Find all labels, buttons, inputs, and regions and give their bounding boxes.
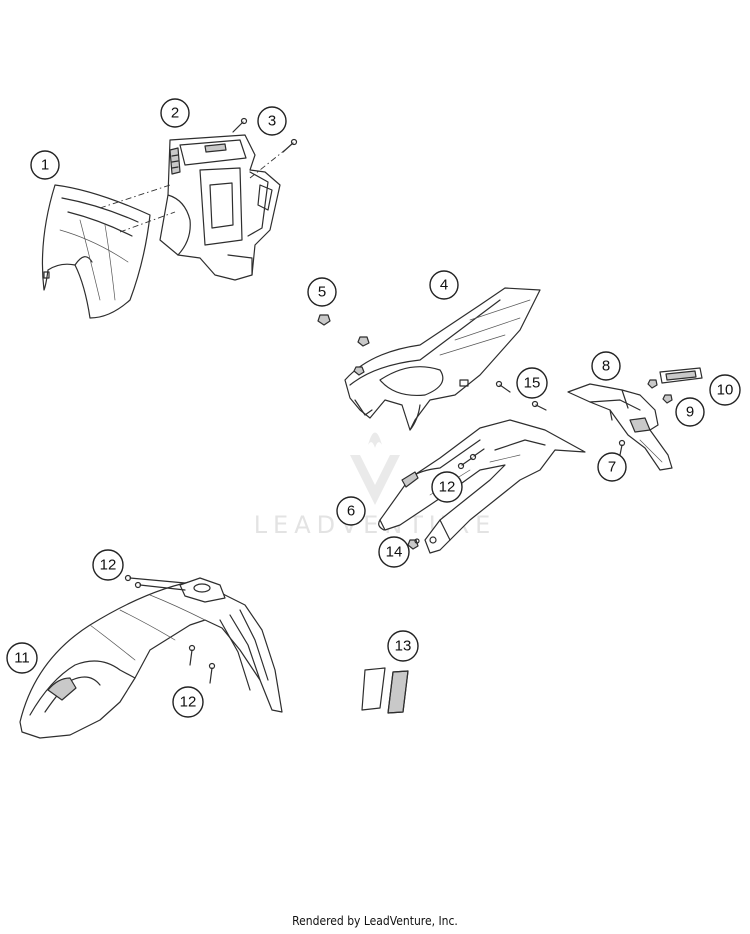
- footer-credit: Rendered by LeadVenture, Inc.: [292, 914, 458, 928]
- svg-text:10: 10: [717, 382, 734, 399]
- svg-text:1: 1: [41, 157, 49, 174]
- front-fender: [19, 577, 283, 739]
- callout-1: 1: [30, 150, 60, 180]
- svg-text:2: 2: [171, 105, 179, 122]
- callout-6: 6: [336, 496, 366, 526]
- callout-13: 13: [387, 630, 419, 662]
- callout-9: 9: [675, 397, 705, 427]
- callout-15: 15: [516, 367, 548, 399]
- svg-text:12: 12: [100, 557, 117, 574]
- svg-text:15: 15: [524, 375, 541, 392]
- callout-2: 2: [160, 98, 190, 128]
- callout-12b: 12: [172, 686, 204, 718]
- reflector: [659, 367, 703, 384]
- svg-text:4: 4: [440, 277, 448, 294]
- svg-text:12: 12: [439, 479, 456, 496]
- callout-8: 8: [591, 351, 621, 381]
- leader-3: [249, 149, 286, 179]
- svg-text:14: 14: [386, 544, 403, 561]
- tape-strips: [361, 667, 409, 714]
- svg-text:8: 8: [602, 358, 610, 375]
- callout-10: 10: [709, 374, 741, 406]
- nuts-14: [407, 538, 420, 550]
- callout-5: 5: [307, 277, 337, 307]
- callout-14: 14: [378, 536, 410, 568]
- leader-1b: [119, 211, 176, 233]
- callout-12a: 12: [92, 549, 124, 581]
- svg-text:11: 11: [14, 650, 30, 667]
- rear-panel: [344, 287, 541, 431]
- callout-7: 7: [597, 452, 627, 482]
- leader-1: [99, 184, 171, 209]
- svg-text:12: 12: [180, 694, 197, 711]
- callout-11: 11: [6, 642, 38, 674]
- callout-12c: 12: [431, 471, 463, 503]
- svg-text:6: 6: [347, 503, 355, 520]
- headlight-mask: [41, 184, 151, 319]
- screws-15: [495, 380, 547, 411]
- headlight-bracket: [159, 134, 281, 281]
- watermark-logo: [350, 432, 400, 505]
- screws-12-front: [124, 574, 216, 684]
- svg-text:3: 3: [268, 113, 276, 130]
- callout-4: 4: [429, 270, 459, 300]
- license-holder: [567, 383, 673, 471]
- nuts-9: [647, 379, 673, 404]
- svg-text:9: 9: [686, 404, 694, 421]
- svg-text:7: 7: [608, 459, 616, 476]
- callout-3: 3: [257, 106, 287, 136]
- nuts-5: [317, 314, 370, 376]
- svg-text:5: 5: [318, 284, 326, 301]
- svg-text:13: 13: [395, 638, 412, 655]
- screws-12-mid: [457, 448, 485, 470]
- screw-7: [618, 439, 626, 456]
